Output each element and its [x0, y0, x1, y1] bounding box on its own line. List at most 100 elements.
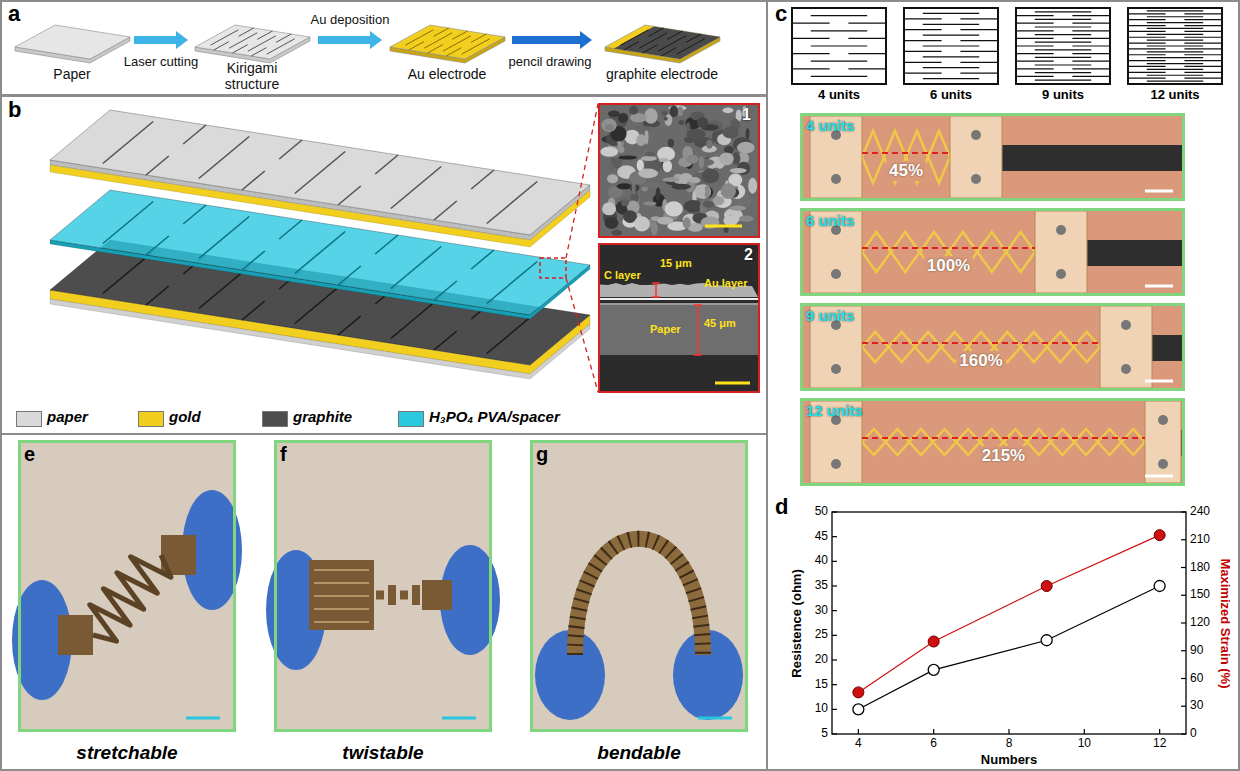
pattern-cut	[923, 78, 979, 79]
inset-number: 2	[744, 246, 753, 264]
pattern-cut	[1072, 15, 1110, 16]
pattern-cut	[1128, 31, 1166, 32]
pattern-cut	[1128, 42, 1166, 43]
sheet-face	[390, 25, 505, 59]
sem-grain	[706, 140, 713, 149]
kirigami-cell	[933, 429, 957, 455]
panel-letter: f	[280, 443, 287, 466]
pattern-cut	[1035, 57, 1091, 58]
photo-frame: gbendable	[530, 440, 748, 732]
pattern-cut	[1147, 45, 1203, 46]
tick-label: 6	[930, 737, 937, 751]
pattern-cut	[904, 73, 942, 74]
kirigami-slit	[242, 251, 265, 270]
sem-grain	[723, 126, 739, 138]
device-segment	[400, 591, 408, 600]
sheet-figure	[195, 25, 310, 63]
sem-grain	[746, 128, 750, 139]
unit-count: 6 units	[806, 212, 854, 229]
tick-label: 45	[815, 530, 828, 544]
pattern-cut	[1147, 75, 1203, 76]
pattern-label: 6 units	[930, 88, 972, 103]
kirigami-slit	[314, 582, 369, 584]
pattern-cut	[1072, 45, 1110, 46]
resistance-point	[928, 664, 939, 675]
sem-inset: 2C layer15 μmAu layerPaper45 μm	[598, 243, 760, 393]
pattern-cut	[1147, 57, 1203, 58]
kirigami-slit	[233, 45, 248, 53]
pattern-cut	[811, 61, 867, 62]
strain-point	[928, 636, 939, 647]
photo-ground	[800, 303, 1185, 391]
tick	[1181, 678, 1186, 679]
kirigami-device	[90, 555, 171, 641]
pattern-cut	[1016, 45, 1054, 46]
sem-grain	[679, 120, 684, 125]
sem-grain	[686, 129, 705, 140]
pattern-cut	[1184, 66, 1222, 67]
pattern-cut	[811, 45, 867, 46]
pattern-cut	[1147, 80, 1203, 81]
photo-frame: estretchable	[18, 440, 236, 732]
sem-grain	[608, 111, 620, 118]
pattern-cut	[960, 73, 998, 74]
kirigami-pattern	[1128, 8, 1222, 84]
pattern-cut	[1147, 16, 1203, 17]
pattern-cut	[1016, 61, 1054, 62]
photo-ground	[800, 398, 1185, 486]
kirigami-slit	[314, 595, 369, 597]
paper-layer	[600, 303, 758, 355]
tick-label: 150	[1190, 588, 1210, 602]
tick	[832, 536, 837, 537]
legend-swatch	[16, 411, 42, 427]
kirigami-cell	[1047, 332, 1074, 362]
pattern-cut	[904, 62, 942, 63]
sem-grain	[618, 113, 628, 123]
process-arrow	[318, 31, 382, 49]
kirigami-cell	[862, 429, 886, 455]
sheet-face	[195, 25, 310, 59]
sem-grain	[695, 185, 705, 198]
pattern-cut	[792, 53, 830, 54]
stage-label: Au electrode	[408, 66, 487, 82]
kirigami-cell	[977, 232, 1006, 272]
sem-grain	[630, 113, 647, 122]
zoom-leader	[566, 278, 598, 392]
legend-text: graphite	[293, 408, 352, 425]
kirigami-slit	[279, 220, 302, 239]
panel-letter: a	[8, 1, 20, 26]
tick	[1181, 650, 1186, 651]
pattern-cut	[960, 29, 998, 30]
kirigami-cell	[915, 332, 941, 362]
device-segment	[412, 585, 420, 605]
pattern-cut	[1147, 40, 1203, 41]
device-tab	[422, 580, 452, 610]
unit-count: 9 units	[806, 307, 854, 324]
sem-grain	[730, 168, 747, 173]
kirigami-slit	[434, 331, 457, 350]
tick	[1181, 567, 1186, 568]
pattern-cut	[923, 56, 979, 57]
pattern-cut	[1035, 64, 1091, 65]
tick-label: 30	[815, 604, 828, 618]
tick	[1181, 622, 1186, 623]
sem-image	[600, 105, 758, 236]
sem-grain	[621, 199, 629, 206]
kirigami-slit	[242, 301, 265, 320]
kirigami-slit	[462, 39, 490, 54]
step-label: pencil drawing	[508, 55, 591, 70]
unit-count: 4 units	[806, 117, 854, 134]
photo-frame: ftwistable	[274, 440, 492, 732]
sem-grain	[662, 177, 679, 182]
screw	[1158, 415, 1168, 425]
photo-ground	[800, 113, 1185, 201]
sem-grain	[651, 221, 658, 235]
process-arrow	[134, 31, 188, 49]
sem-inset: 1	[598, 103, 760, 238]
pattern-cut	[1072, 68, 1110, 69]
scale-bar	[1145, 285, 1173, 288]
pattern-cut	[1184, 31, 1222, 32]
pattern-cut	[1035, 34, 1091, 35]
photo-frame: 9 units160%	[800, 303, 1185, 391]
pattern-cut	[1128, 54, 1166, 55]
